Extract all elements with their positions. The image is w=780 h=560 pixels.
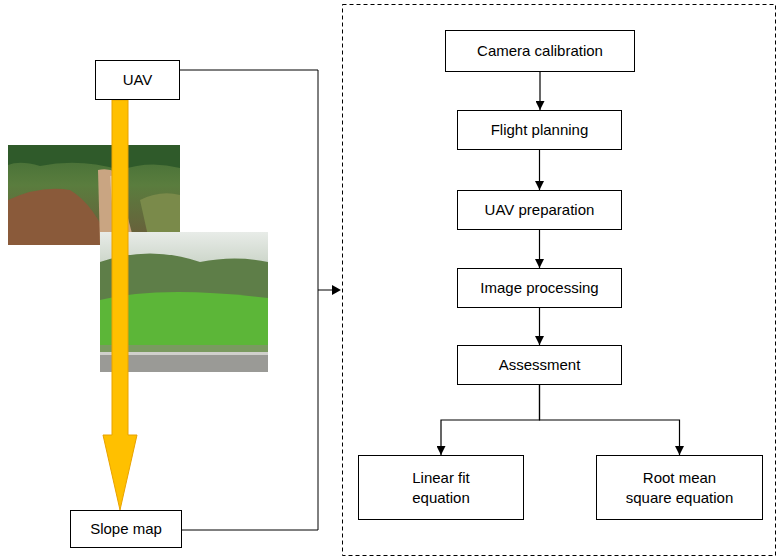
connector [539, 150, 540, 190]
box-label: Camera calibration [477, 41, 603, 61]
process-box: UAV preparation [457, 190, 622, 230]
connector [539, 230, 540, 268]
connector [539, 72, 540, 110]
process-box: Flight planning [457, 110, 622, 150]
process-box: Assessment [457, 345, 622, 385]
flow-arrow [103, 100, 137, 510]
process-box: Camera calibration [445, 30, 635, 72]
bracket-arrow [318, 290, 332, 291]
process-box: Image processing [457, 268, 622, 308]
process-box: Linear fit equation [358, 455, 524, 520]
box-label: Linear fit equation [386, 468, 496, 507]
bracket-line [180, 70, 318, 530]
connector [441, 385, 540, 455]
box-label: Assessment [499, 355, 581, 375]
box-label: UAV preparation [485, 200, 595, 220]
box-label: Slope map [90, 519, 162, 539]
box-label: Image processing [480, 278, 598, 298]
process-box: UAV [95, 60, 180, 100]
landslide-photo [8, 145, 180, 245]
connector [540, 385, 680, 455]
box-label: Flight planning [491, 120, 589, 140]
box-label: Root mean square equation [620, 468, 740, 507]
bracket-arrowhead [332, 285, 341, 295]
connector [539, 308, 540, 345]
box-label: UAV [123, 70, 153, 90]
process-box: Root mean square equation [596, 455, 763, 520]
process-box: Slope map [70, 510, 182, 548]
dashed-frame [343, 5, 776, 556]
